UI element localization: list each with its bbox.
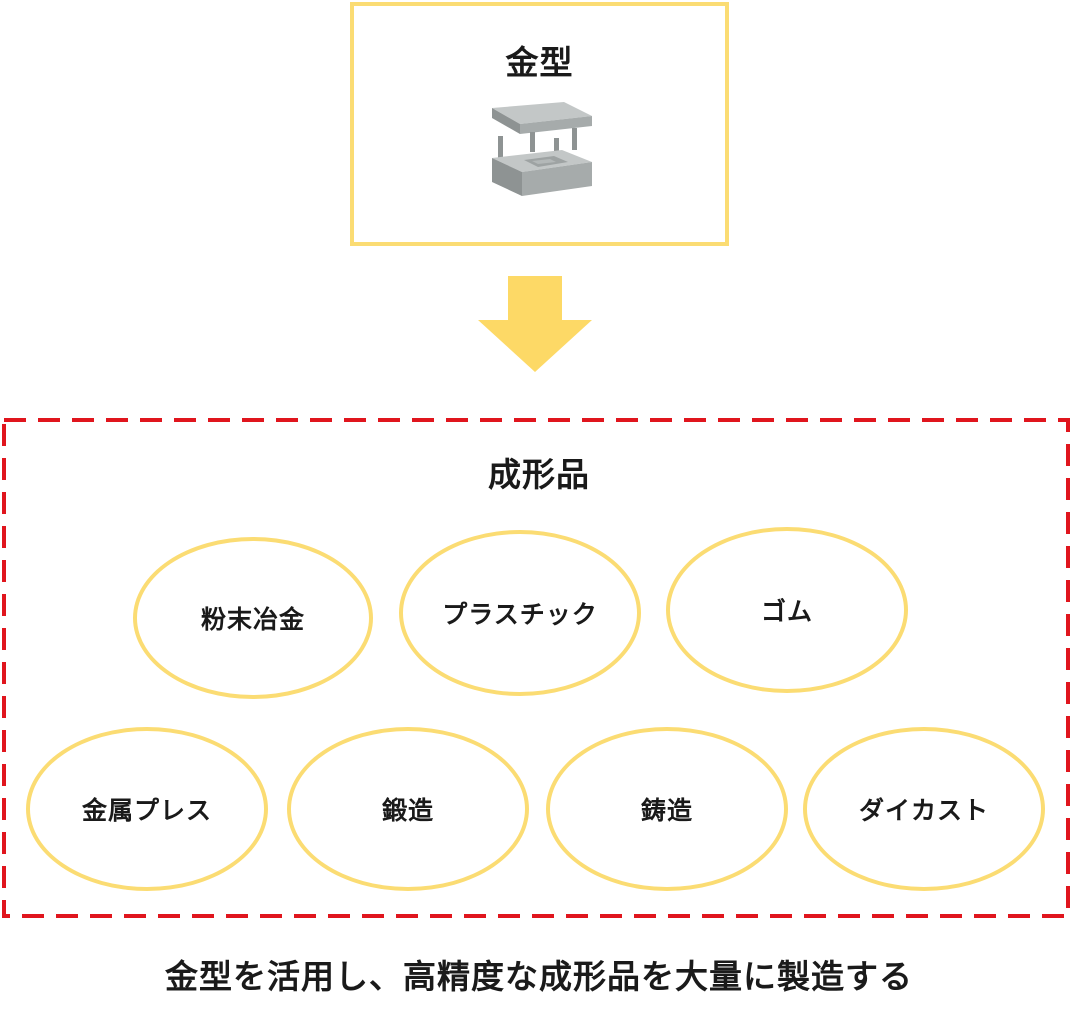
product-die-casting: ダイカスト xyxy=(803,727,1045,891)
product-label: 金属プレス xyxy=(81,796,212,825)
product-rubber: ゴム xyxy=(666,527,908,693)
product-label: 鋳造 xyxy=(640,796,693,825)
down-arrow-icon xyxy=(478,276,592,372)
mold-title: 金型 xyxy=(505,43,574,82)
product-label: プラスチック xyxy=(442,600,598,629)
product-label: ゴム xyxy=(760,597,813,626)
product-label: 粉末冶金 xyxy=(200,605,305,634)
product-plastic: プラスチック xyxy=(399,530,641,696)
product-metal-press: 金属プレス xyxy=(26,727,268,891)
mold-box: 金型 xyxy=(350,2,729,246)
mold-icon xyxy=(492,102,592,196)
product-label: ダイカスト xyxy=(858,796,989,825)
product-powder-metallurgy: 粉末冶金 xyxy=(133,537,373,699)
product-casting: 鋳造 xyxy=(546,727,788,891)
products-title: 成形品 xyxy=(488,455,590,494)
product-forging: 鍛造 xyxy=(287,727,529,891)
product-label: 鍛造 xyxy=(381,796,434,825)
products-frame xyxy=(2,418,1070,918)
caption: 金型を活用し、高精度な成形品を大量に製造する xyxy=(165,957,913,996)
